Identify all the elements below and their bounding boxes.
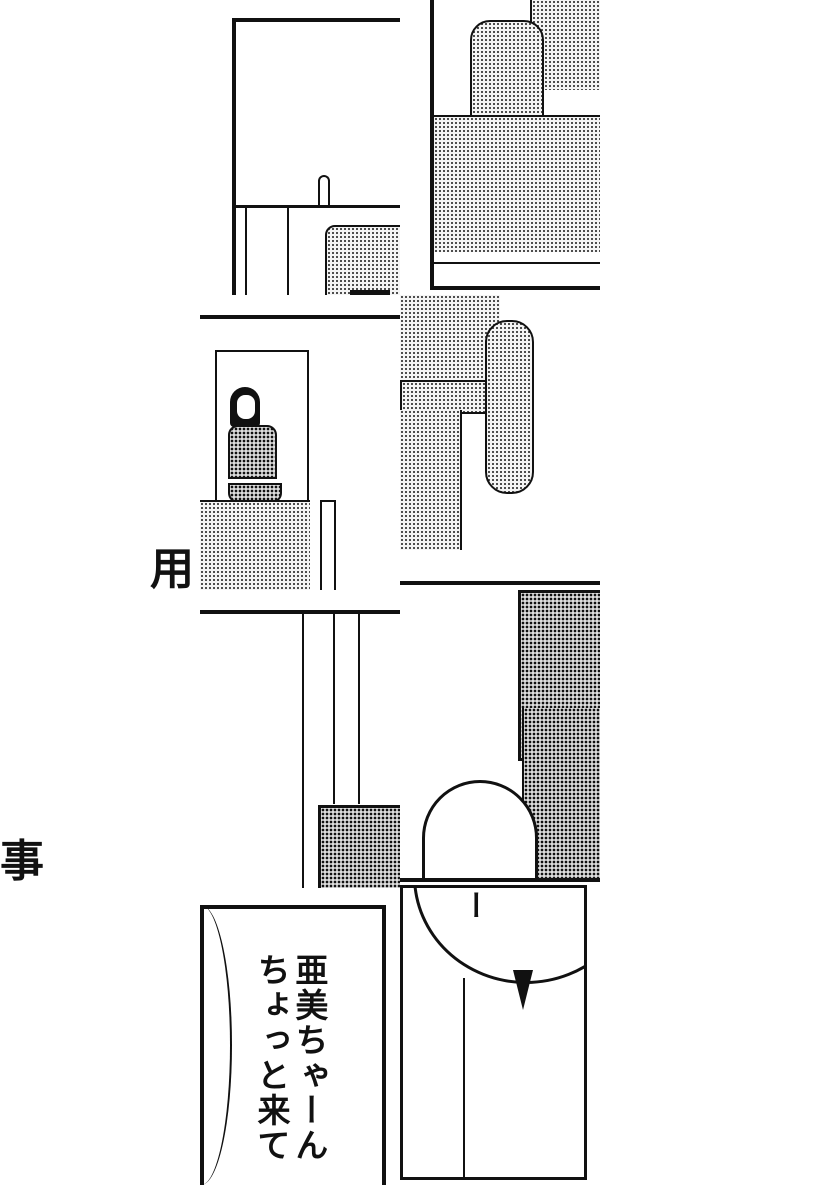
curve-line bbox=[200, 905, 232, 1185]
woman-body bbox=[228, 425, 277, 479]
panel-border bbox=[400, 878, 600, 882]
panel-curtain bbox=[200, 610, 400, 888]
speech-bubble bbox=[413, 888, 584, 984]
door-edge bbox=[463, 978, 465, 1177]
dialogue-line-1: 亜美ちゃーん bbox=[289, 953, 329, 1163]
panel-speech-bubble: ー bbox=[400, 885, 587, 1180]
curtain-line bbox=[302, 614, 304, 888]
panel-border bbox=[200, 315, 400, 319]
curtain-line bbox=[333, 614, 335, 804]
dialogue-box-frame bbox=[200, 905, 386, 1185]
table-cloth bbox=[325, 225, 400, 295]
panel-dialogue: 亜美ちゃーん ちょっと来て bbox=[200, 905, 400, 1185]
curtain-line bbox=[358, 614, 360, 804]
panel-border bbox=[200, 610, 400, 614]
panel-kitchen bbox=[200, 0, 400, 295]
panel-frame bbox=[232, 18, 400, 295]
chair bbox=[318, 805, 400, 888]
counter-line bbox=[236, 205, 400, 208]
sofa-back bbox=[470, 20, 544, 124]
panel-border bbox=[400, 581, 600, 585]
wall-tone bbox=[400, 295, 500, 385]
chair-back bbox=[320, 500, 336, 590]
faucet-icon bbox=[318, 175, 330, 205]
panel-sofa bbox=[400, 0, 600, 290]
dialogue-line-2: ちょっと来て bbox=[251, 953, 291, 1163]
table-cloth bbox=[200, 500, 310, 590]
dialogue-text: 亜美ちゃーん ちょっと来て bbox=[251, 953, 329, 1185]
sfx-text-top: 用 bbox=[150, 544, 194, 595]
panel-tv bbox=[400, 590, 600, 882]
panel-border bbox=[430, 0, 434, 290]
panel-border bbox=[430, 286, 600, 290]
woman-face bbox=[237, 395, 255, 419]
sofa-arm bbox=[485, 320, 534, 494]
sofa-back bbox=[400, 380, 499, 414]
chair bbox=[245, 205, 289, 295]
panel-woman bbox=[200, 295, 400, 590]
sfx-text-bottom: 事 bbox=[0, 836, 44, 887]
sofa-seat bbox=[400, 410, 462, 550]
floor-line bbox=[434, 262, 600, 264]
text-fragment bbox=[350, 290, 390, 295]
bubble-text-fragment: ー bbox=[455, 890, 491, 922]
sofa-seat bbox=[434, 115, 600, 252]
panel-sofa-closeup bbox=[400, 295, 600, 585]
character-head bbox=[422, 780, 538, 882]
bubble-tail bbox=[513, 970, 533, 1010]
